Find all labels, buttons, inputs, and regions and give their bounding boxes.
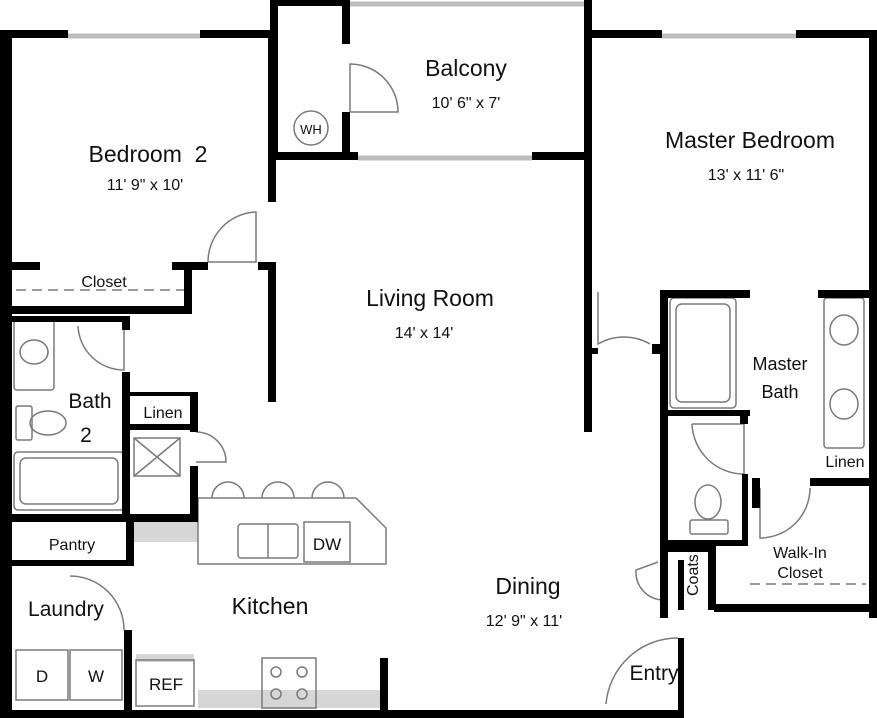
label-linen-bath2: Linen — [143, 405, 182, 422]
counters — [134, 520, 380, 708]
door-walk-in — [759, 487, 811, 539]
water-heater-icon — [293, 110, 329, 146]
label-closet: Closet — [81, 274, 127, 291]
bath2-toilet-tank — [15, 405, 33, 441]
door-laundry — [69, 575, 125, 631]
door-coats — [635, 561, 663, 601]
label-linen-master: Linen — [825, 454, 864, 471]
master-sink-icon — [829, 314, 859, 346]
bar-stool-icon — [311, 481, 345, 499]
label-dryer: D — [36, 667, 48, 686]
dryer-box — [15, 649, 69, 701]
ref-shelf — [136, 654, 194, 662]
label-refrigerator: REF — [149, 675, 183, 694]
door-master-bedroom — [597, 292, 651, 346]
master-sink-icon — [829, 388, 859, 420]
bath2-tub — [13, 451, 125, 511]
room-dims-bedroom2: 11' 9" x 10' — [107, 177, 183, 194]
dishwasher-box — [303, 521, 351, 563]
burner-icon — [296, 666, 308, 678]
room-dims-balcony: 10' 6" x 7' — [432, 95, 501, 112]
doors — [69, 63, 811, 705]
burner-icon — [270, 688, 282, 700]
room-name-walk-in-line1: Walk-In — [773, 545, 827, 562]
room-dims-living-room: 14' x 14' — [395, 325, 454, 342]
master-tub — [669, 297, 737, 409]
door-master-bath — [691, 423, 745, 475]
label-dishwasher: DW — [313, 535, 341, 554]
room-name-bath2-line2: 2 — [80, 424, 92, 447]
room-dims-dining: 12' 9" x 11' — [486, 613, 562, 630]
stove-box — [261, 657, 317, 709]
burner-icon — [270, 666, 282, 678]
kitchen-island — [197, 497, 387, 565]
kitchen-counter-left — [134, 520, 198, 542]
room-name-bedroom2: Bedroom 2 — [89, 141, 208, 167]
room-name-master-bath-line1: Master — [752, 354, 807, 374]
kitchen-counter-bottom — [198, 690, 380, 708]
master-toilet-icon — [694, 484, 722, 520]
door-bath2 — [77, 325, 125, 371]
fixture-labels: WH DW REF D W — [36, 122, 341, 694]
label-washer: W — [88, 667, 104, 686]
door-entry — [605, 637, 679, 705]
label-pantry: Pantry — [49, 537, 95, 554]
master-toilet-tank — [689, 519, 729, 535]
bath2-toilet-icon — [29, 410, 67, 436]
fixtures — [13, 110, 866, 709]
door-balcony-interior — [349, 63, 399, 113]
room-dims-master-bedroom: 13' x 11' 6" — [708, 167, 784, 184]
door-bedroom2 — [207, 211, 257, 263]
washer-box — [69, 649, 123, 701]
label-water-heater: WH — [300, 122, 322, 137]
master-tub-inner — [675, 303, 731, 403]
door-linen-bath2 — [195, 431, 227, 463]
bath2-tub-inner — [19, 457, 119, 505]
bath2-sink-icon — [19, 339, 49, 365]
room-name-balcony: Balcony — [425, 55, 507, 81]
room-name-living-room: Living Room — [366, 285, 494, 311]
master-vanity — [823, 297, 865, 449]
burner-icon — [296, 688, 308, 700]
bar-stool-icon — [261, 481, 295, 499]
ref-box — [135, 659, 195, 707]
room-name-master-bath-line2: Bath — [761, 382, 798, 402]
area-labels: Closet Linen Linen Pantry Coats — [49, 274, 865, 596]
room-name-entry: Entry — [629, 662, 679, 685]
room-name-walk-in-line2: Closet — [777, 565, 823, 582]
room-name-bath2-line1: Bath — [68, 390, 111, 413]
room-name-laundry: Laundry — [28, 598, 104, 621]
room-labels: Balcony 10' 6" x 7' Bedroom 2 11' 9" x 1… — [28, 55, 835, 685]
room-name-master-bedroom: Master Bedroom — [665, 127, 835, 153]
windows — [68, 1, 796, 161]
label-coats: Coats — [685, 554, 702, 596]
room-name-dining: Dining — [495, 573, 560, 599]
room-name-kitchen: Kitchen — [232, 593, 309, 619]
shaft-box — [133, 437, 181, 477]
bar-stool-icon — [211, 481, 245, 499]
